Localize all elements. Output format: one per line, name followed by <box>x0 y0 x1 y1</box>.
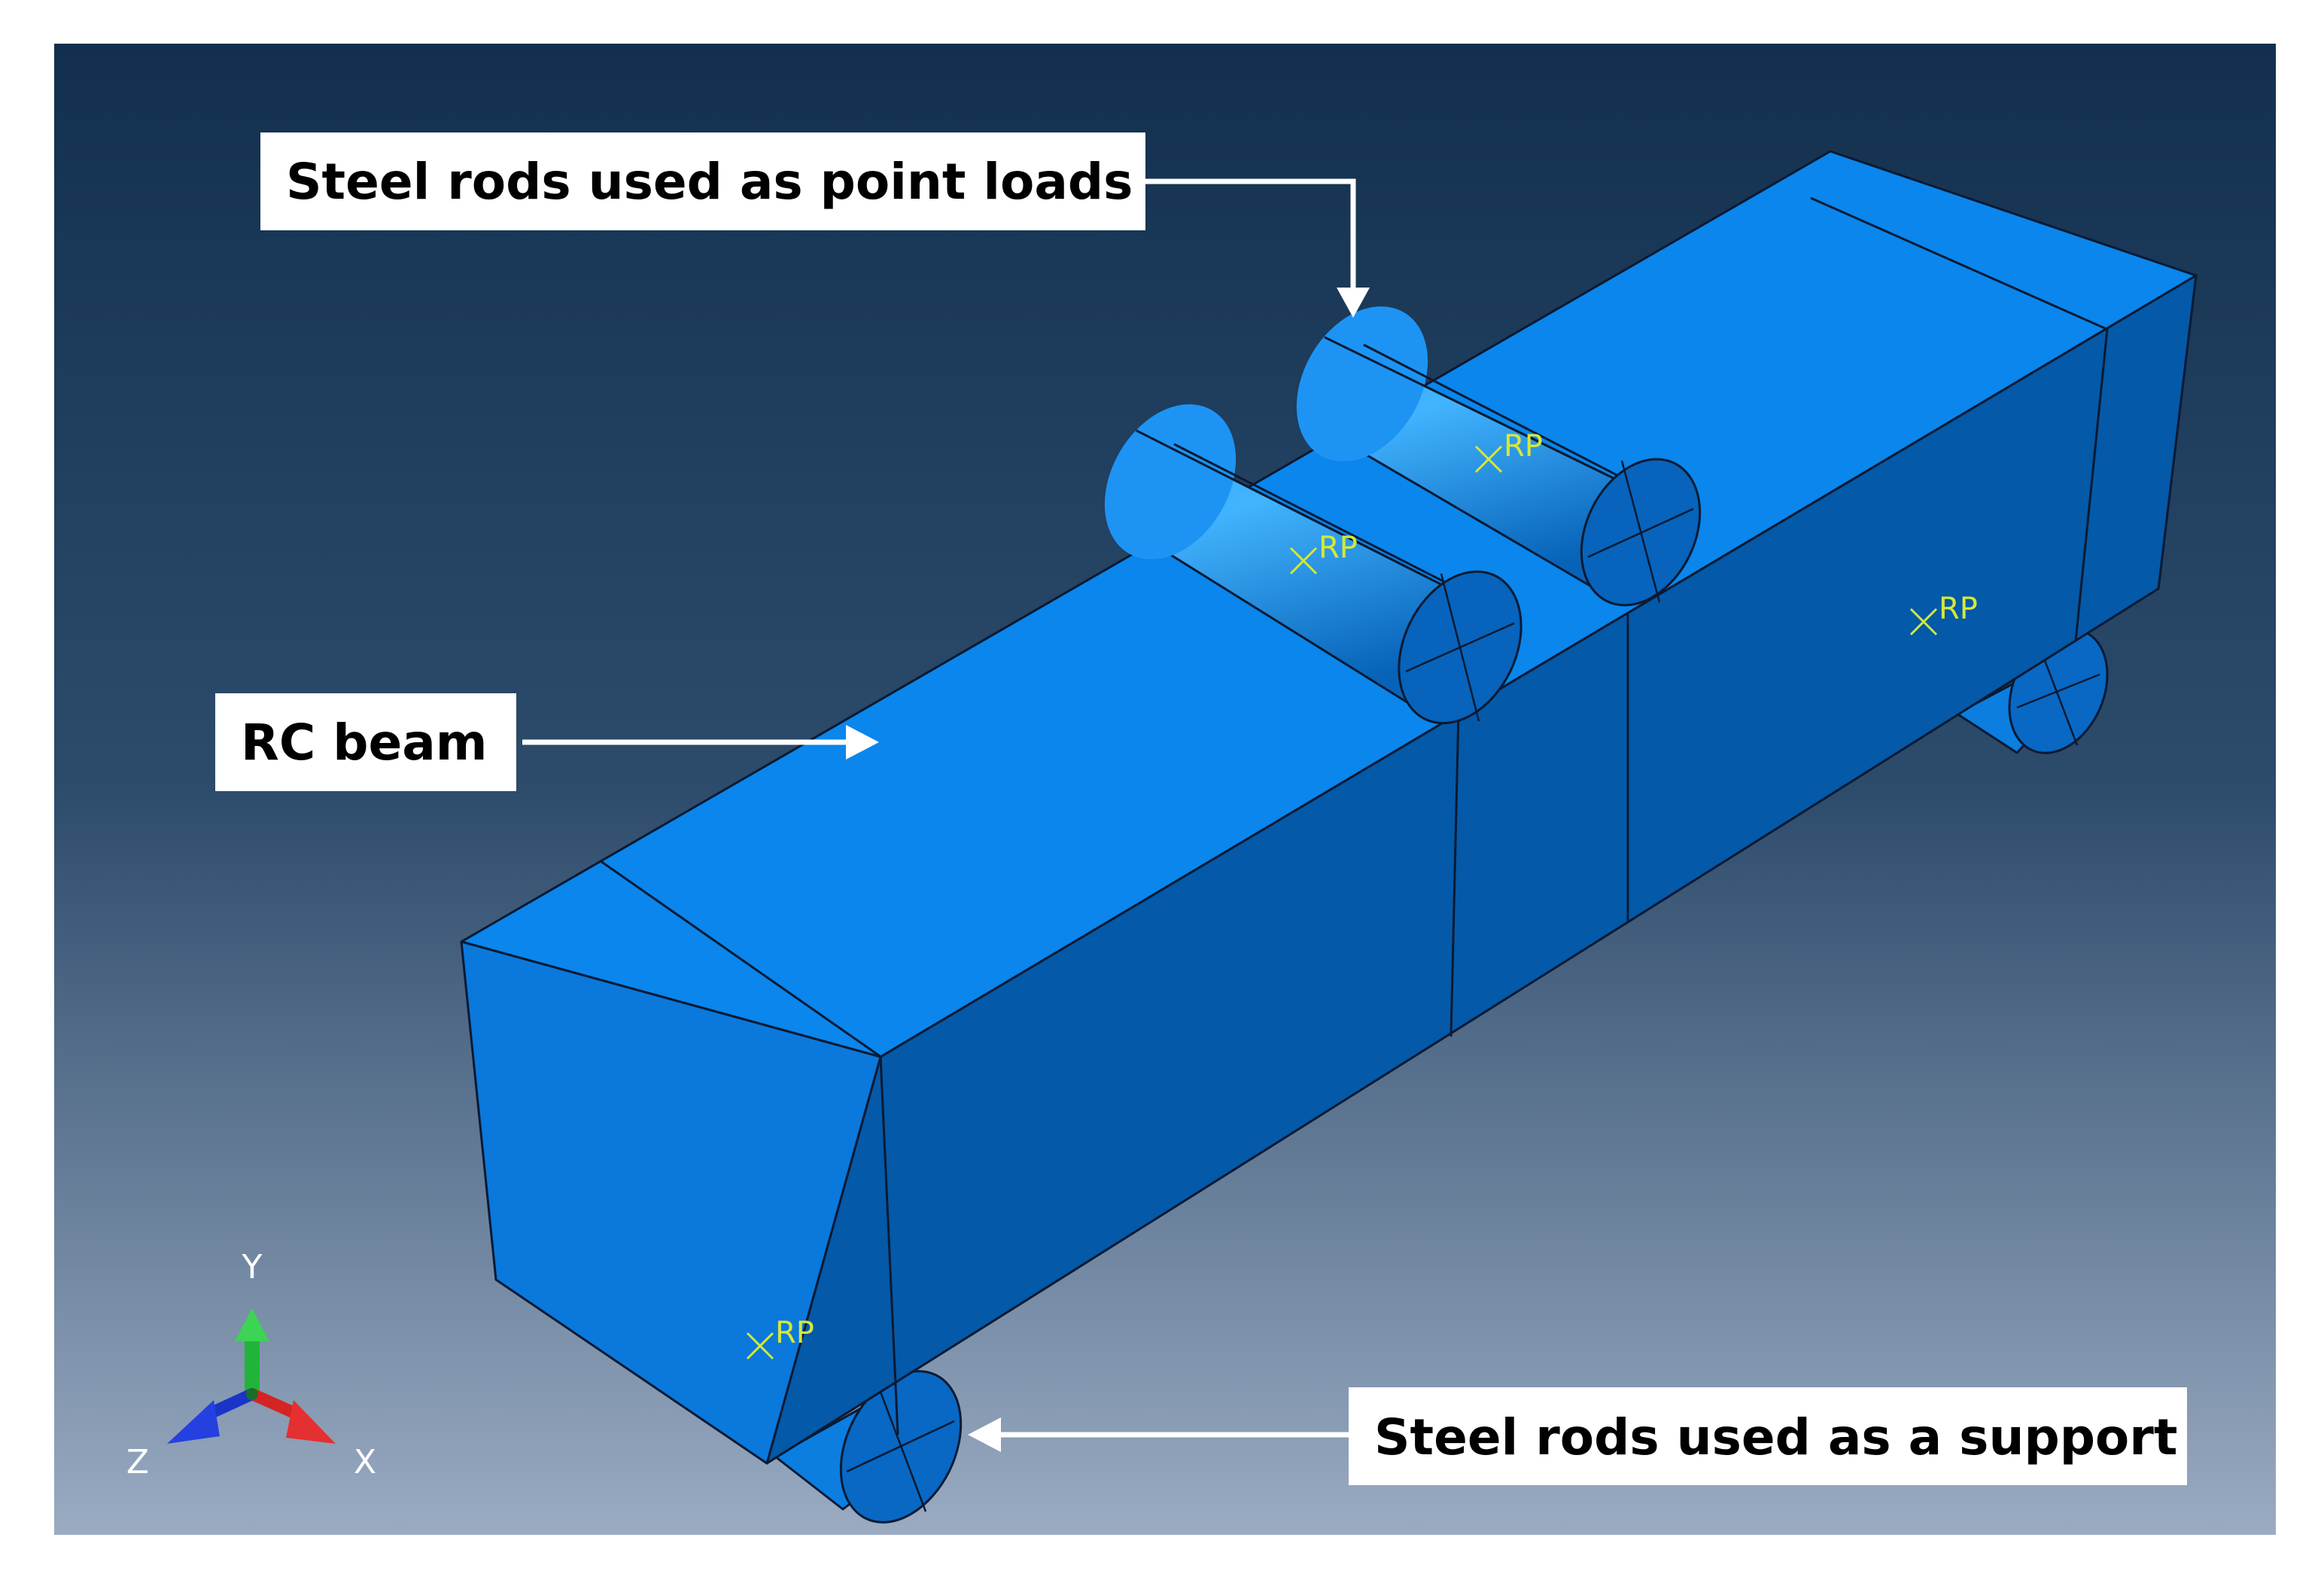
callout-rc-beam-box <box>215 693 516 791</box>
coordinate-triad: Y X Z <box>126 1248 376 1481</box>
rp-label: RP <box>775 1316 814 1350</box>
triad-z-label: Z <box>126 1443 149 1481</box>
rp-marker: RP <box>1289 531 1358 575</box>
rp-marker: RP <box>1474 429 1543 473</box>
callout-point-loads-arrow <box>1145 178 1356 290</box>
callout-point-loads: Steel rods used as point loads <box>260 132 1370 318</box>
callout-rc-beam: RC beam <box>215 693 879 791</box>
triad-y-axis: Y <box>235 1248 269 1393</box>
load-rod-back <box>1296 306 1702 607</box>
fe-model <box>460 150 2198 1524</box>
callout-support-box <box>1349 1387 2187 1485</box>
beam-partition-lines <box>600 196 2109 1435</box>
load-rod-front <box>1104 404 1522 725</box>
rp-label: RP <box>1319 531 1358 565</box>
callout-rc-beam-text: RC beam <box>241 714 488 772</box>
rp-label: RP <box>1939 592 1978 626</box>
triad-x-axis: X <box>249 1388 376 1481</box>
callout-point-loads-text: Steel rods used as point loads <box>286 153 1133 211</box>
rp-label: RP <box>1504 429 1543 464</box>
callout-support: Steel rods used as a support <box>968 1387 2187 1485</box>
triad-z-axis: Z <box>126 1388 255 1481</box>
rp-marker: RP <box>1909 592 1978 636</box>
beam-end-face <box>460 940 882 1465</box>
triad-x-label: X <box>354 1443 376 1481</box>
support-rod-left <box>774 1370 963 1524</box>
reference-points: RP RP RP RP <box>746 429 1978 1360</box>
rp-marker: RP <box>746 1316 814 1360</box>
callout-support-text: Steel rods used as a support <box>1374 1408 2177 1466</box>
callout-point-loads-box <box>260 132 1145 230</box>
triad-y-label: Y <box>242 1248 263 1286</box>
